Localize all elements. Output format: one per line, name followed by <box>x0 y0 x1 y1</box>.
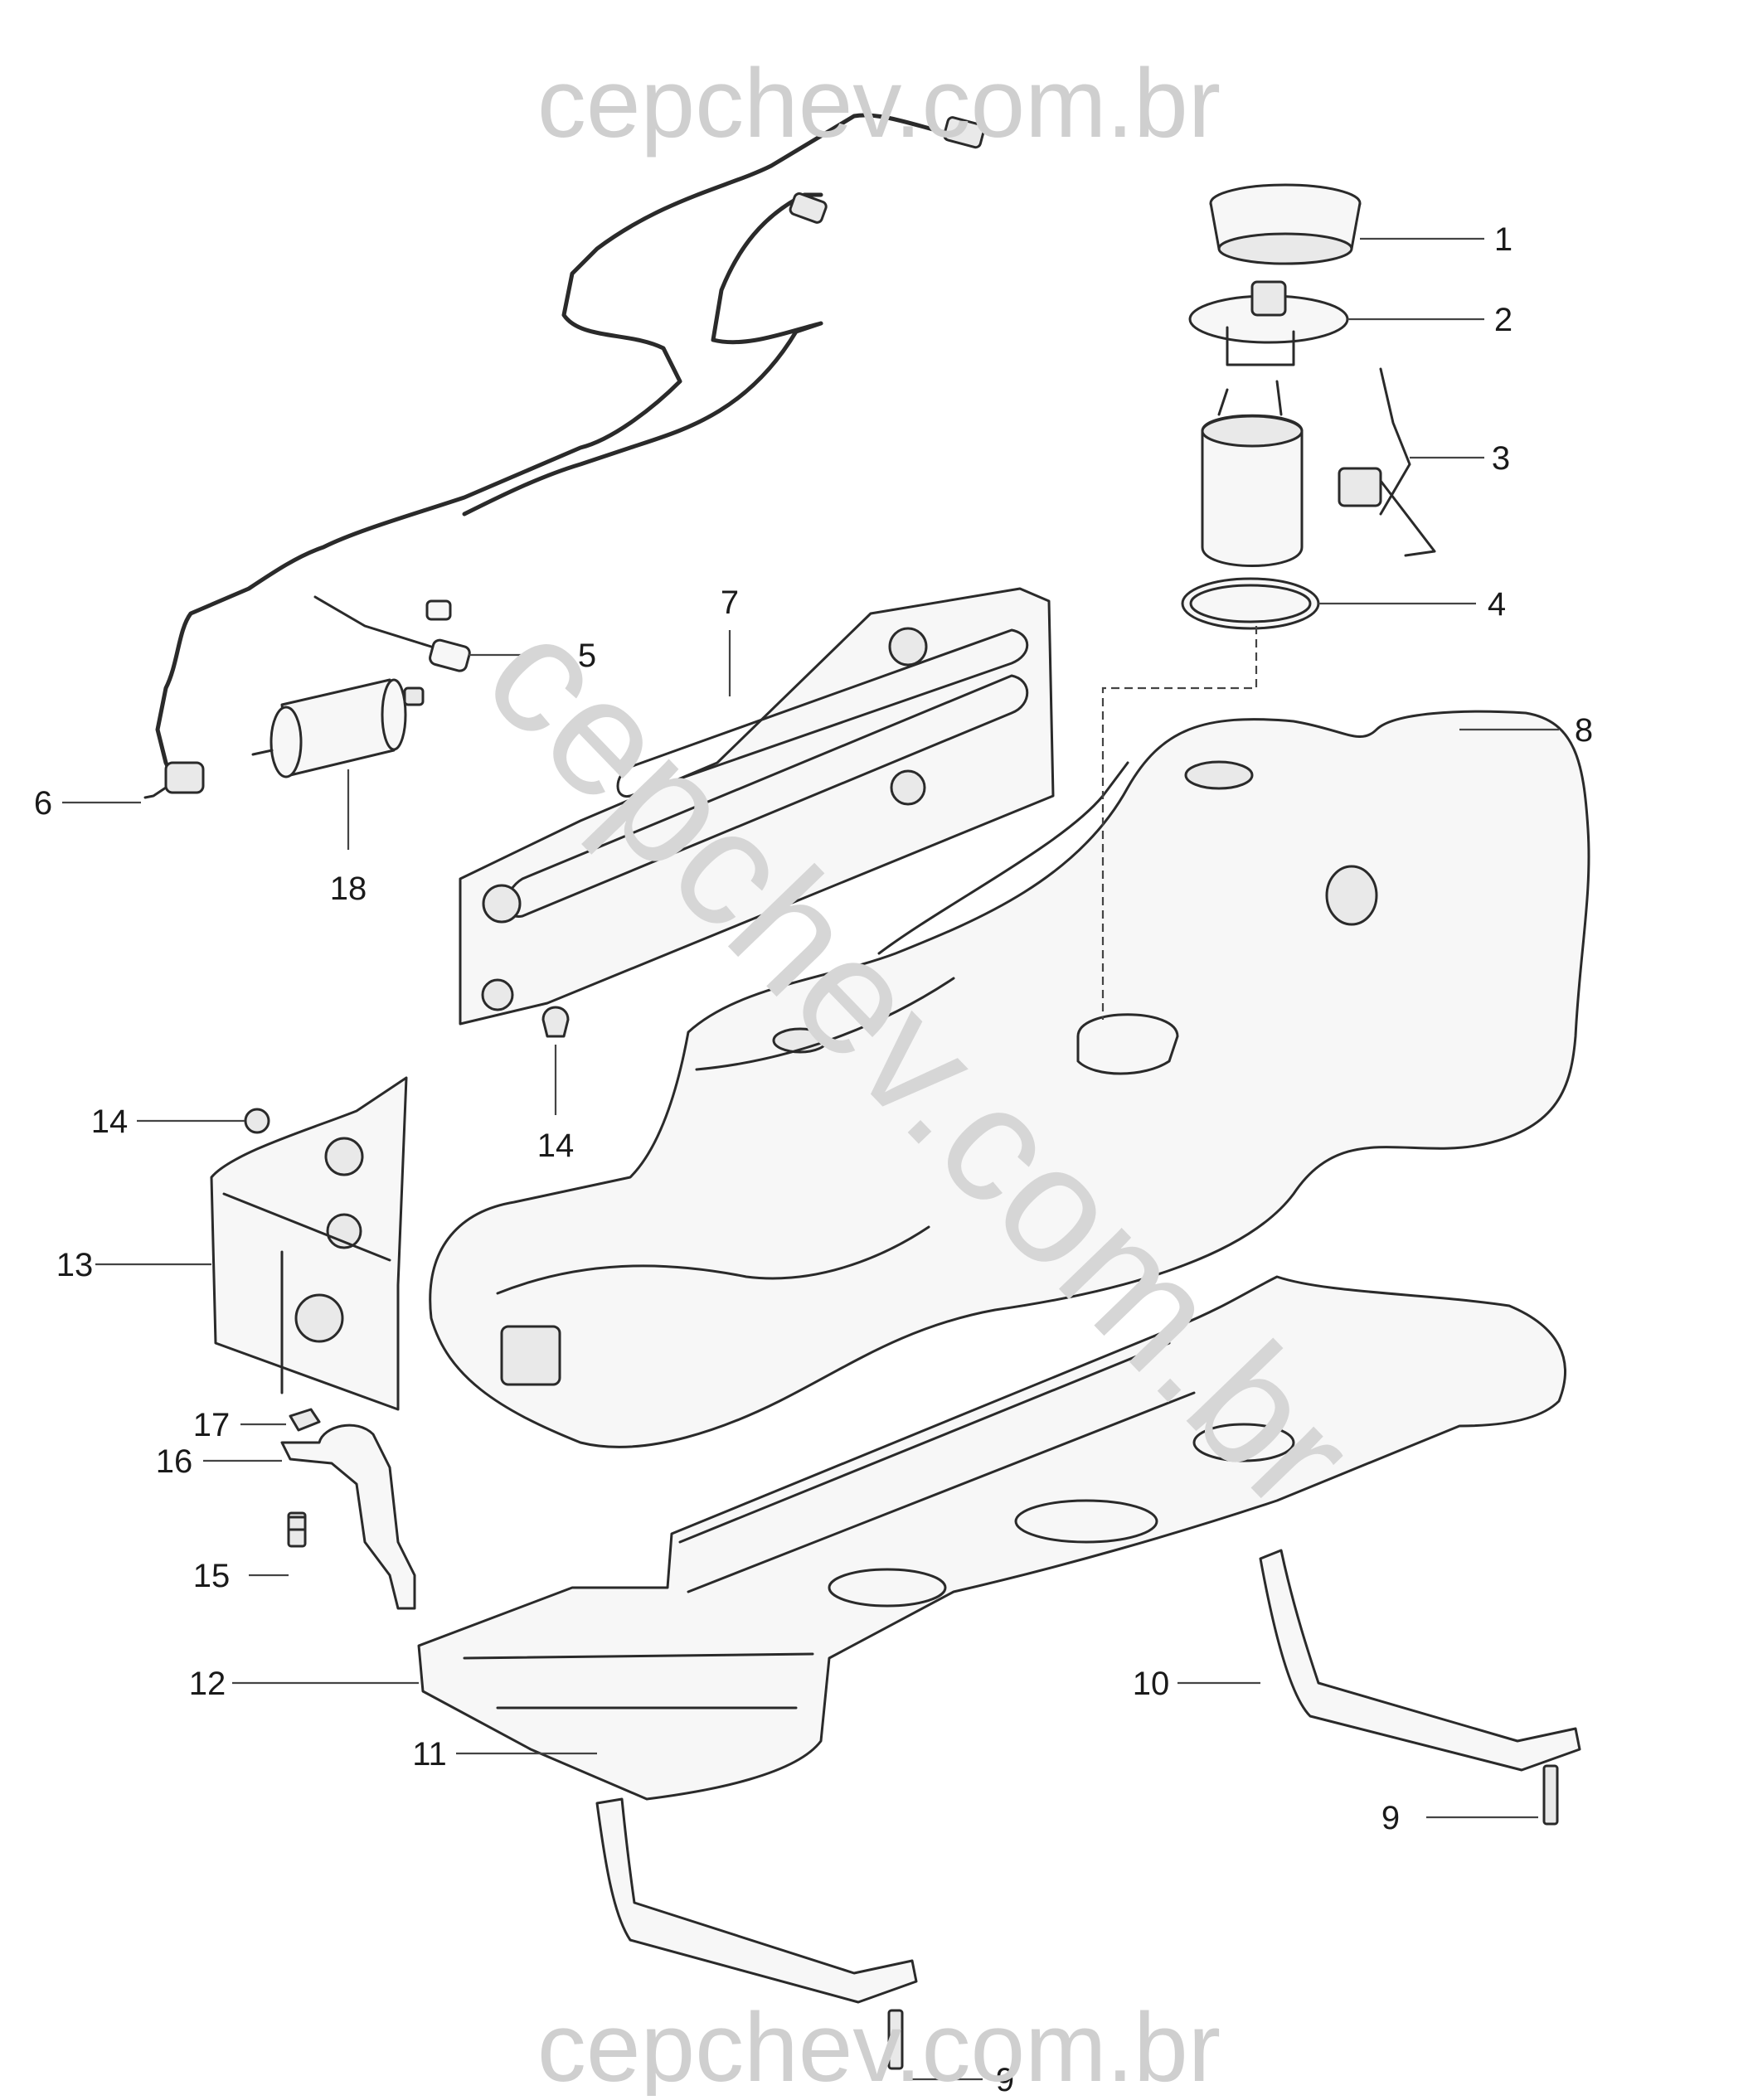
callout-15: 15 <box>193 1558 231 1594</box>
callout-8: 8 <box>1575 712 1593 749</box>
callout-5: 5 <box>578 638 596 674</box>
skid-plate <box>417 1275 1566 1801</box>
line-connector-icon <box>164 761 205 794</box>
fuel-pump-module <box>1188 280 1436 567</box>
fuel-tank <box>429 710 1590 1448</box>
callout-17: 17 <box>193 1407 231 1443</box>
bolt-icon <box>887 2009 904 2070</box>
callout-9-bottom: 9 <box>996 2062 1014 2096</box>
tank-guard <box>210 1076 408 1411</box>
callout-3: 3 <box>1492 440 1510 477</box>
callout-11: 11 <box>412 1736 447 1773</box>
fuel-lines <box>143 113 986 799</box>
bolt-icon <box>1542 1764 1559 1826</box>
callout-7: 7 <box>721 584 739 621</box>
lock-ring <box>1209 183 1362 265</box>
heat-shield <box>459 587 1055 1026</box>
callout-9-right: 9 <box>1381 1800 1400 1836</box>
o-ring-seal <box>1181 577 1320 630</box>
callout-16: 16 <box>156 1443 193 1480</box>
callouts: 1 2 3 4 5 6 7 8 9 9 10 11 12 13 14 14 15… <box>34 221 1593 2098</box>
watermark-top: cepchev.com.br <box>537 49 1221 158</box>
callout-13: 13 <box>56 1247 94 1283</box>
hose-elbow-icon <box>429 638 471 672</box>
leader-lines <box>62 237 1559 2081</box>
callout-1: 1 <box>1494 221 1513 258</box>
callout-12: 12 <box>189 1666 226 1702</box>
callout-6: 6 <box>34 785 52 822</box>
bracket-assembly <box>280 1408 416 1610</box>
fuel-filter <box>251 678 425 778</box>
quick-connector-top-icon <box>943 116 986 149</box>
callout-18: 18 <box>330 871 367 907</box>
assembly-line <box>1101 626 1258 1020</box>
callout-4: 4 <box>1488 586 1506 623</box>
tank-straps <box>595 1549 1581 2070</box>
callout-10: 10 <box>1133 1666 1170 1702</box>
callout-14-center: 14 <box>537 1128 575 1164</box>
watermark-bottom: cepchev.com.br <box>537 1993 1221 2096</box>
callout-2: 2 <box>1494 302 1513 338</box>
callout-14-left: 14 <box>91 1103 129 1140</box>
clips <box>244 1006 570 1134</box>
